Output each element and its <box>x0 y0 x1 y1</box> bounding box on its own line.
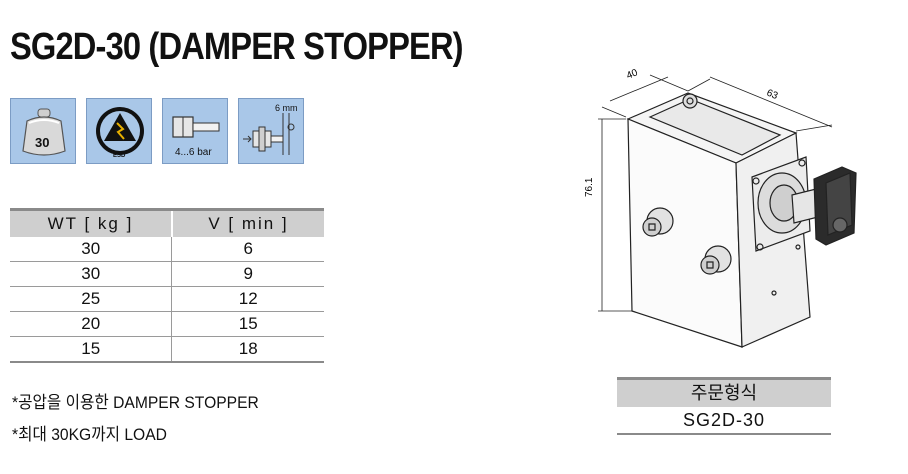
cell-speed: 9 <box>171 261 324 287</box>
note-pneumatic: *공압을 이용한 DAMPER STOPPER <box>12 393 259 412</box>
cell-speed: 15 <box>171 311 324 337</box>
feature-icons: 30 ESD 4...6 bar 6 mm <box>10 98 304 164</box>
table-row: 30 6 <box>10 237 324 262</box>
dim-height: 76.1 <box>584 177 595 197</box>
order-value: SG2D-30 <box>617 407 831 435</box>
page-title: SG2D-30 (DAMPER STOPPER) <box>10 26 464 68</box>
cell-speed: 12 <box>171 286 324 312</box>
table-row: 20 15 <box>10 311 324 337</box>
spec-table-header: WT [ kg ] V [ min ] <box>10 208 324 237</box>
table-row: 15 18 <box>10 336 324 363</box>
spec-table: WT [ kg ] V [ min ] 30 6 30 9 25 12 20 1… <box>10 208 324 363</box>
cell-weight: 25 <box>10 286 173 312</box>
order-header: 주문형식 <box>617 377 831 407</box>
weight-value: 30 <box>35 135 50 150</box>
weight-icon: 30 <box>10 98 76 164</box>
stroke-label: 6 mm <box>275 103 298 113</box>
table-row: 30 9 <box>10 261 324 287</box>
cell-weight: 30 <box>10 237 173 262</box>
cell-speed: 18 <box>171 336 324 363</box>
cell-speed: 6 <box>171 237 324 262</box>
cell-weight: 20 <box>10 311 173 337</box>
order-form: 주문형식 SG2D-30 <box>617 377 831 435</box>
cell-weight: 15 <box>10 336 173 363</box>
note-max-load: *최대 30KG까지 LOAD <box>12 425 167 444</box>
table-row: 25 12 <box>10 286 324 312</box>
esd-icon: ESD <box>86 98 152 164</box>
dim-width: 63 <box>765 88 780 103</box>
cell-weight: 30 <box>10 261 173 287</box>
header-weight: WT [ kg ] <box>10 208 173 237</box>
pressure-label: 4...6 bar <box>175 147 212 158</box>
product-drawing: 40 63 76.1 <box>584 67 857 348</box>
esd-label: ESD <box>113 153 126 159</box>
stroke-icon: 6 mm <box>238 98 304 164</box>
header-speed: V [ min ] <box>171 208 324 237</box>
dim-depth: 40 <box>625 67 640 82</box>
pressure-icon: 4...6 bar <box>162 98 228 164</box>
